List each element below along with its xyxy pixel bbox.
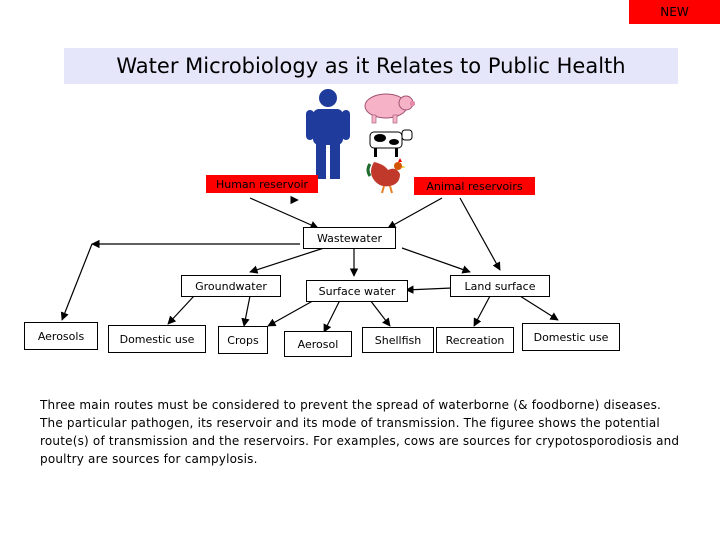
arrow-wastewater-to-groundwater	[249, 247, 325, 274]
animal-reservoirs-box: Animal reservoirs	[414, 177, 535, 195]
page-title: Water Microbiology as it Relates to Publ…	[64, 48, 678, 84]
arrow-groundwater-to-domestic	[167, 295, 195, 325]
domestic-use-left-box: Domestic use	[108, 325, 206, 353]
arrow-land-to-recreation	[473, 295, 491, 327]
aerosols-box: Aerosols	[24, 322, 98, 350]
caption-text: Three main routes must be considered to …	[40, 398, 680, 466]
rooster-icon	[366, 158, 406, 194]
arrow-surface-to-shellfish	[369, 299, 391, 327]
arrow-groundwater-to-crops	[241, 295, 251, 327]
arrow-wastewater-to-land	[401, 247, 471, 274]
domestic-use-right-box: Domestic use	[522, 323, 620, 351]
pig-icon	[364, 93, 415, 124]
arrow-surface-to-crops	[267, 297, 319, 327]
crops-box: Crops	[218, 326, 268, 354]
surface-water-box: Surface water	[306, 280, 408, 302]
groundwater-box: Groundwater	[181, 275, 281, 297]
recreation-box: Recreation	[436, 327, 514, 353]
aerosol-box: Aerosol	[284, 331, 352, 357]
person-icon	[306, 89, 350, 179]
arrow-land-to-domestic	[519, 295, 559, 321]
land-surface-box: Land surface	[450, 275, 550, 297]
arrow-to-aerosols-down	[60, 243, 93, 321]
arrow-animal-to-wastewater	[387, 197, 443, 229]
arrow-land-to-surface	[405, 285, 453, 294]
wastewater-box: Wastewater	[303, 227, 396, 249]
human-reservoir-box: Human reservoir	[206, 175, 318, 193]
arrow-human-to-wastewater	[249, 197, 319, 229]
arrow-surface-to-aerosol	[323, 299, 341, 333]
cow-icon	[369, 129, 413, 157]
shellfish-box: Shellfish	[362, 327, 434, 353]
arrow-animal-to-land	[459, 197, 501, 271]
new-badge: NEW	[629, 0, 720, 24]
